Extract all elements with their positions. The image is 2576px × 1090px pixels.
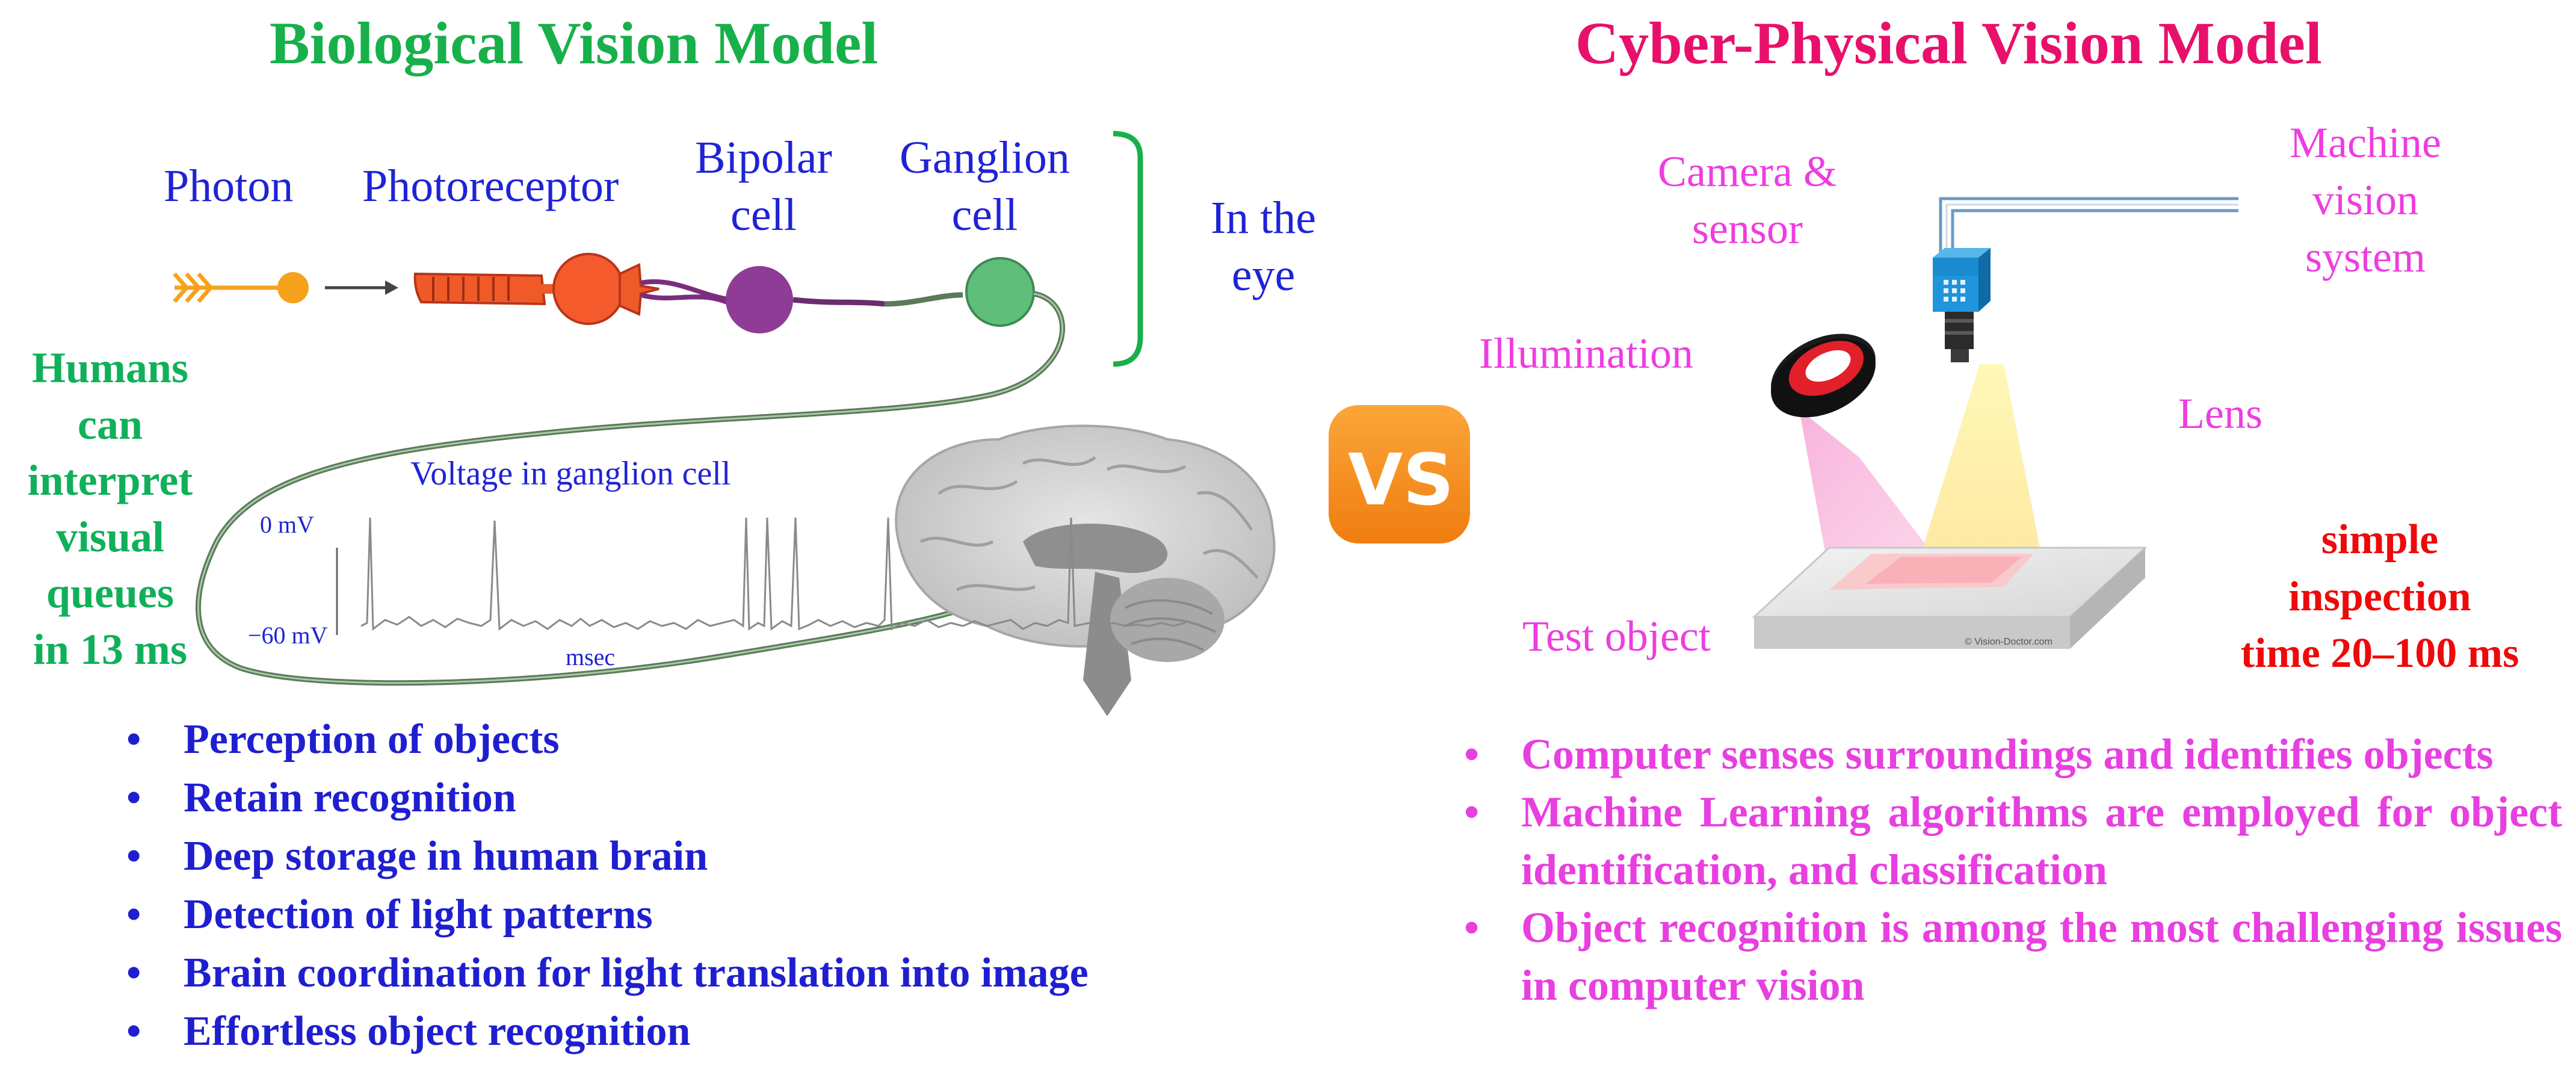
vs-badge [1329, 405, 1470, 543]
camera-icon [1933, 248, 1991, 362]
zero-mv-label: 0 mV [260, 511, 314, 538]
test-object-platform [1752, 547, 2148, 649]
bio-bullet: Perception of objects [123, 710, 1387, 769]
watermark: © Vision-Doctor.com [1965, 637, 2052, 647]
cyber-physical-bullets: Computer senses surroundings and identif… [1461, 725, 2562, 1014]
photoreceptor-icon [413, 253, 659, 325]
yellow-light-beam [1913, 364, 2046, 578]
voltage-label: Voltage in ganglion cell [410, 455, 731, 492]
illumination-label: Illumination [1479, 329, 1693, 377]
cps-bullet: Computer senses surroundings and identif… [1461, 725, 2562, 783]
bio-bullet: Effortless object recognition [123, 1002, 1387, 1061]
inspection-time-note: simple inspection time 20–100 ms [2240, 516, 2519, 677]
cps-bullet: Object recognition is among the most cha… [1461, 899, 2562, 1014]
voltage-trace [336, 517, 1186, 635]
ring-light-icon [1771, 333, 1876, 418]
camera-sensor-label: Camera & sensor [1658, 147, 1837, 253]
bipolar-cell-label: Bipolar cell [695, 132, 832, 240]
left-title: Biological Vision Model [270, 10, 879, 76]
machine-vision-label: Machine vision system [2290, 119, 2441, 282]
human-time-note: Humans can interpret visual queues in 13… [27, 344, 193, 674]
bio-bullet: Deep storage in human brain [123, 827, 1387, 885]
bipolar-cell-icon [726, 266, 885, 333]
cps-bullet: Machine Learning algorithms are employed… [1461, 783, 2562, 899]
photon-icon [173, 272, 309, 303]
bio-bullet: Retain recognition [123, 769, 1387, 827]
ganglion-cell-label: Ganglion cell [900, 132, 1070, 240]
msec-label: msec [566, 643, 616, 670]
bio-bullet: Detection of light patterns [123, 885, 1387, 944]
neg-sixty-mv-label: −60 mV [248, 622, 328, 649]
brain-icon [895, 424, 1276, 716]
biological-bullets: Perception of objects Retain recognition… [123, 710, 1387, 1061]
ganglion-cell-icon [884, 257, 1035, 327]
right-title: Cyber-Physical Vision Model [1575, 10, 2322, 76]
test-object-label: Test object [1522, 612, 1711, 660]
vs-label: VS [1348, 438, 1454, 521]
arrow-icon [325, 280, 398, 295]
photon-label: Photon [164, 161, 294, 211]
eye-bracket [1113, 131, 1143, 367]
bio-bullet: Brain coordination for light translation… [123, 944, 1387, 1002]
in-the-eye-label: In the eye [1211, 193, 1317, 300]
lens-label: Lens [2178, 389, 2262, 438]
photoreceptor-label: Photoreceptor [362, 161, 619, 211]
